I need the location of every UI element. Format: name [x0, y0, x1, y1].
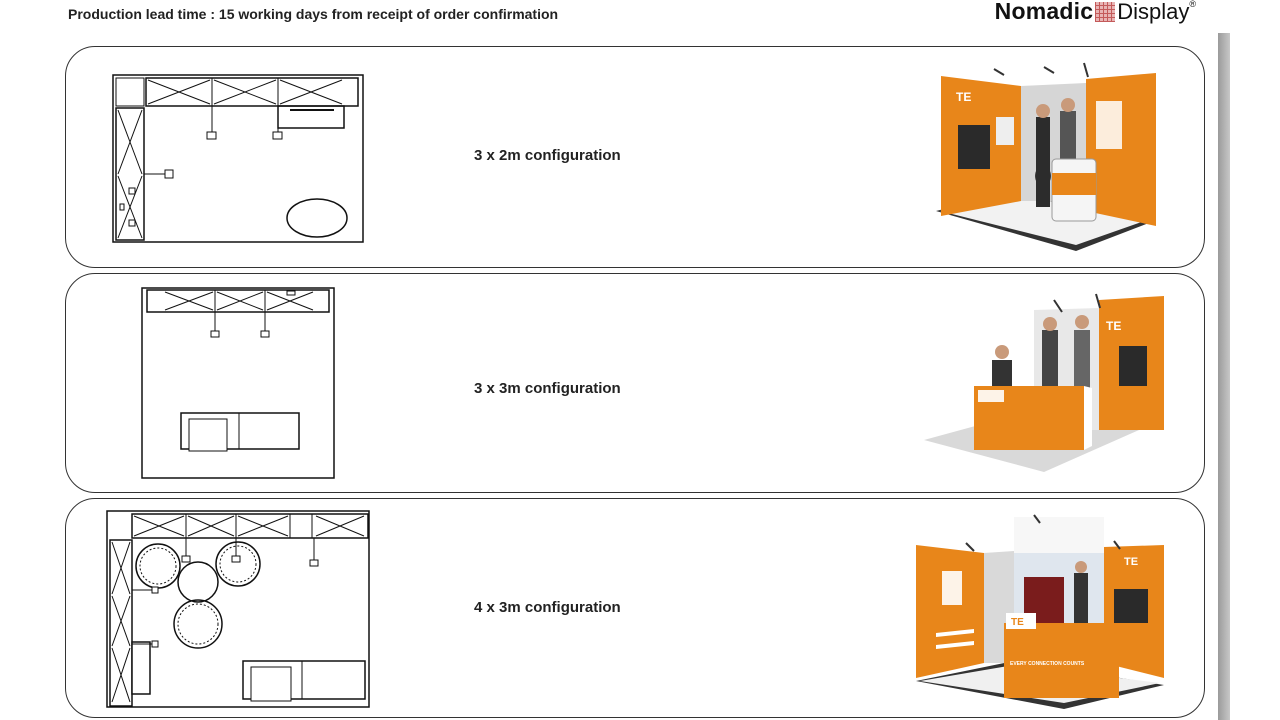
booth-brand-text-2: TE — [1106, 319, 1121, 333]
logo-bold-text: Nomadic — [994, 0, 1094, 24]
booth-brand-text: TE — [956, 90, 971, 104]
floor-plan-4x3 — [106, 510, 370, 708]
config-panel-3x3: 3 x 3m configuration TE — [65, 273, 1205, 493]
config-panel-4x3: 4 x 3m configuration TE TE EVERY CONNECT… — [65, 498, 1205, 718]
config-label-4x3: 4 x 3m configuration — [474, 599, 621, 616]
booth-tagline-text: EVERY CONNECTION COUNTS — [1010, 661, 1085, 667]
booth-render-4x3: TE TE EVERY CONNECTION COUNTS — [916, 514, 1164, 709]
floor-plan-3x2 — [112, 74, 364, 243]
booth-brand-text-4: TE — [1124, 556, 1138, 568]
config-label-3x2: 3 x 2m configuration — [474, 147, 621, 164]
floor-plan-3x3 — [141, 287, 335, 479]
logo-light-text: Display — [1117, 0, 1190, 24]
lead-time-note: Production lead time : 15 working days f… — [68, 6, 559, 22]
config-label-3x3: 3 x 3m configuration — [474, 380, 621, 397]
logo-registered-mark: ® — [1189, 0, 1196, 9]
logo-grid-icon — [1095, 1, 1116, 22]
scrollbar[interactable] — [1218, 33, 1230, 720]
booth-brand-text-3: TE — [1011, 617, 1024, 628]
booth-render-3x3: TE — [924, 293, 1164, 472]
config-panel-3x2: 3 x 2m configuration TE — [65, 46, 1205, 268]
booth-render-3x2: TE — [936, 62, 1156, 251]
nomadic-display-logo: Nomadic Display ® — [995, 0, 1196, 25]
